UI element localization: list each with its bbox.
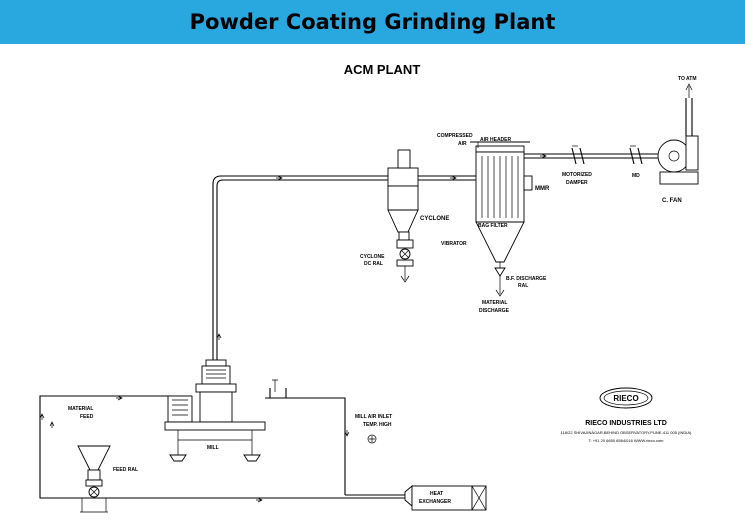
company-name: RIECO INDUSTRIES LTD xyxy=(585,420,667,427)
heat-exchanger xyxy=(404,485,487,511)
air-header-label: AIR HEADER xyxy=(480,137,512,143)
exhaust-duct xyxy=(524,145,660,165)
bf-discharge-label-1: B.F. DISCHARGE xyxy=(506,276,547,282)
bf-discharge-label-2: RAL xyxy=(518,283,528,289)
vibrator-label: VIBRATOR xyxy=(441,241,467,247)
air-label: AIR xyxy=(458,141,467,147)
cyclone-dc-ral-label-1: CYCLONE xyxy=(360,254,385,260)
material-feed-label-1: MATERIAL xyxy=(68,406,93,412)
return-air-loop xyxy=(39,175,405,503)
motorized-label: MOTORIZED xyxy=(562,172,592,178)
material-discharge-label-1: MATERIAL xyxy=(482,300,507,306)
mmr-label: MMR xyxy=(535,186,550,192)
c-fan-label: C. FAN xyxy=(662,198,682,204)
logo-text: RIECO xyxy=(613,394,638,403)
material-feed-label-2: FEED xyxy=(80,414,94,420)
heat-exchanger-label-1: HEAT xyxy=(430,491,443,497)
damper-label: DAMPER xyxy=(566,180,588,186)
material-discharge-label-2: DISCHARGE xyxy=(479,308,510,314)
centrifugal-fan xyxy=(657,83,699,185)
company-contact: T: +91 20 6650 6564/016 WWW.rieco.com xyxy=(588,438,664,443)
air-header xyxy=(470,141,530,148)
rieco-logo: RIECO xyxy=(599,387,653,409)
bag-filter xyxy=(475,145,533,263)
heat-exchanger-label-2: EXCHANGER xyxy=(419,499,451,505)
cyclone-dc-ral xyxy=(396,239,414,283)
title-banner: Powder Coating Grinding Plant xyxy=(0,0,745,44)
mill-label: MILL xyxy=(207,445,219,451)
company-address: 118/22 SHIVAJINAGAR,BEHIND OBSERVATORY,P… xyxy=(561,430,692,435)
to-atm-label: TO ATM xyxy=(678,76,697,82)
feed-hopper xyxy=(49,421,111,513)
cyclone xyxy=(387,149,419,241)
cyclone-to-bag-filter-pipe xyxy=(418,175,476,181)
md-label: MD xyxy=(632,173,640,179)
diagram-title: ACM PLANT xyxy=(344,62,421,77)
banner-title: Powder Coating Grinding Plant xyxy=(189,10,556,34)
cyclone-dc-ral-label-2: DC RAL xyxy=(364,261,383,267)
compressed-label: COMPRESSED xyxy=(437,133,473,139)
bf-discharge-ral xyxy=(494,262,506,297)
cyclone-label: CYCLONE xyxy=(420,216,449,222)
feed-ral-label: FEED RAL xyxy=(113,467,138,473)
mill-air-valve xyxy=(269,379,287,398)
bag-filter-label: BAG FILTER xyxy=(478,223,508,229)
mill-air-inlet-label-2: TEMP. HIGH xyxy=(363,422,392,428)
acm-mill xyxy=(164,359,266,462)
temperature-sensor-icon xyxy=(367,434,377,444)
mill-air-inlet-label-1: MILL AIR INLET xyxy=(355,414,392,420)
